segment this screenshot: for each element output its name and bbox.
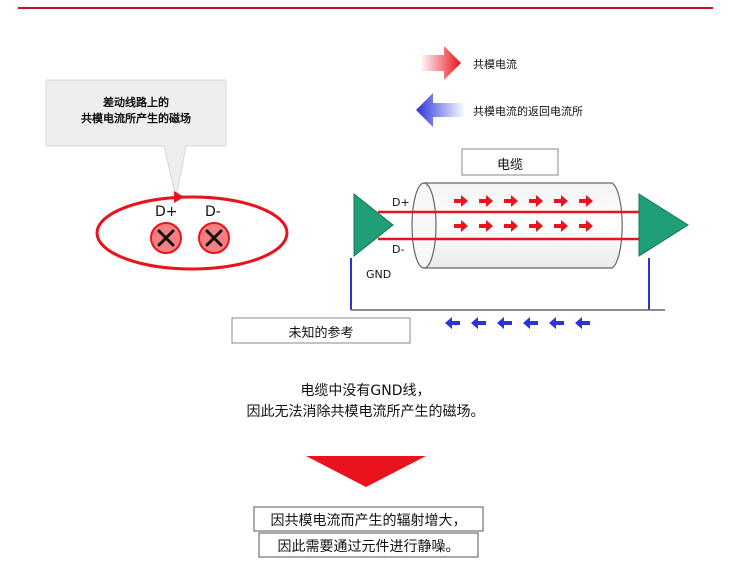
unknown-reference-label: 未知的参考 <box>288 326 354 341</box>
down-arrow-icon <box>306 456 426 487</box>
cable-label-box <box>461 148 559 176</box>
dplus-current-into-page-icon <box>150 222 182 254</box>
signal-lines <box>378 210 642 241</box>
return-arrow-icon <box>523 317 538 329</box>
cable-current-arrow-icon <box>454 220 468 232</box>
return-arrow-icon <box>445 317 460 329</box>
explanation-text: 电缆中没有GND线， 因此无法消除共模电流所产生的磁场。 <box>0 381 731 423</box>
cable-cylinder <box>411 182 623 269</box>
cable-current-arrow-icon <box>579 220 593 232</box>
return-arrow-icon <box>497 317 512 329</box>
cable-current-arrow-icon <box>554 195 568 207</box>
legend-return-current-label: 共模电流的返回电流所 <box>473 105 583 118</box>
explanation-line-1: 电缆中没有GND线， <box>300 383 431 399</box>
return-arrow-icon <box>575 317 590 329</box>
cable-current-arrow-icon <box>454 195 468 207</box>
cable-current-arrow-icon <box>479 220 493 232</box>
dplus-cable-label: D+ <box>392 196 410 209</box>
callout-line-2: 共模电流所产生的磁场 <box>81 112 191 125</box>
receiver-driver-icon <box>638 193 689 257</box>
common-mode-current-arrow-icon <box>420 46 461 80</box>
cable-current-arrow-icon <box>554 220 568 232</box>
cable-current-arrow-icon <box>504 220 518 232</box>
top-rule <box>18 7 713 9</box>
cable-current-arrow-icon <box>529 195 543 207</box>
explanation-line-2: 因此无法消除共模电流所产生的磁场。 <box>246 404 485 420</box>
dplus-left-label: D+ <box>155 204 178 220</box>
cable-label: 电缆 <box>496 158 523 173</box>
transmitter-driver-icon <box>353 192 394 258</box>
legend-common-mode-label: 共模电流 <box>473 58 517 71</box>
gnd-label: GND <box>366 268 392 281</box>
unknown-reference-box <box>231 317 411 344</box>
return-arrow-icon <box>471 317 486 329</box>
dminus-current-into-page-icon <box>198 222 230 254</box>
cable-current-arrow-icon <box>479 195 493 207</box>
dminus-left-label: D- <box>205 204 221 220</box>
cable-current-arrow-icon <box>579 195 593 207</box>
dminus-cable-label: D- <box>392 243 405 256</box>
conclusion-line-1: 因共模电流而产生的辐射增大， <box>270 513 467 529</box>
callout-text: 差动线路上的 共模电流所产生的磁场 <box>46 95 226 127</box>
conclusion-line-2: 因此需要通过元件进行静噪。 <box>277 539 460 555</box>
field-arrow-icon <box>174 191 184 203</box>
conclusion-box-2 <box>258 532 479 558</box>
cable-current-arrow-icon <box>529 220 543 232</box>
callout-line-1: 差动线路上的 <box>103 96 169 109</box>
cable-current-arrows <box>454 195 593 232</box>
ground-path <box>350 258 650 310</box>
conclusion-box-1 <box>253 506 484 532</box>
return-current-arrows <box>445 317 590 329</box>
callout-bubble <box>45 79 227 199</box>
return-arrow-icon <box>549 317 564 329</box>
magnetic-field-loop <box>95 195 289 271</box>
cable-current-arrow-icon <box>504 195 518 207</box>
return-current-arrow-icon <box>416 93 465 127</box>
